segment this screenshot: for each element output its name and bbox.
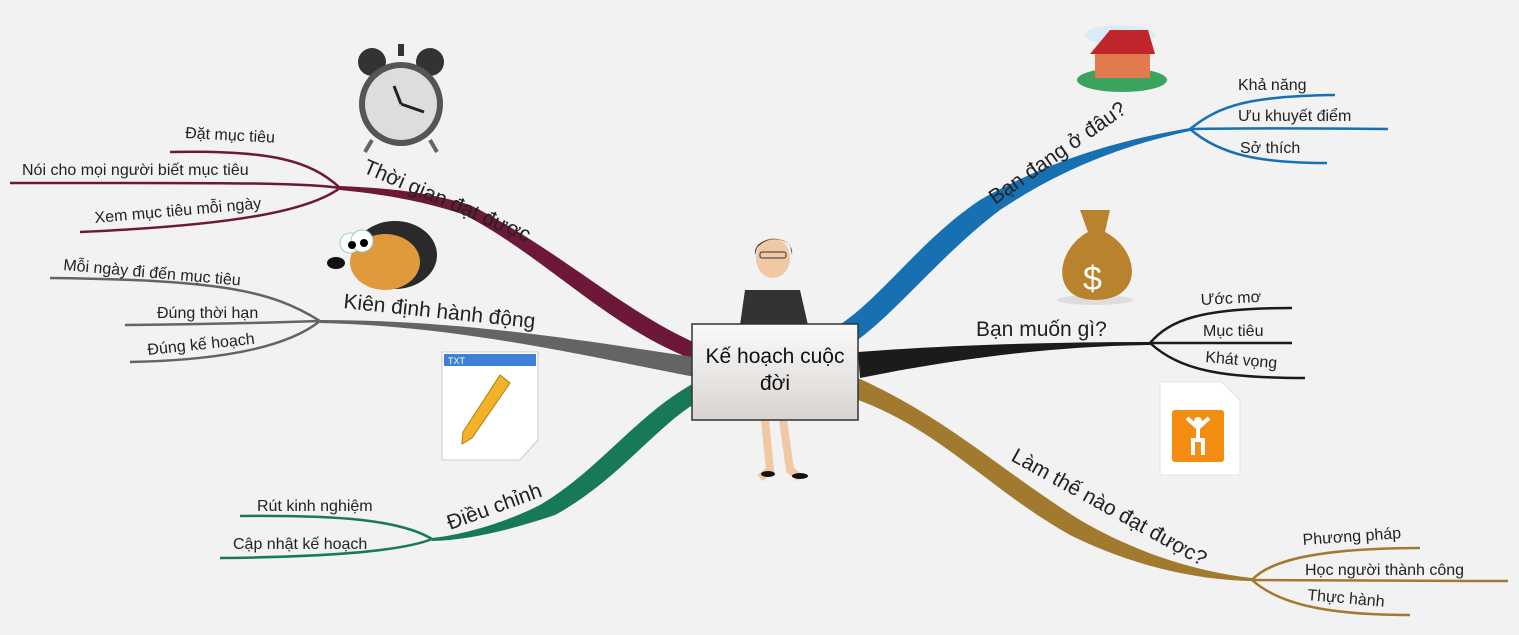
sub-line [239,514,433,541]
sub-line [169,150,341,189]
txt-label: TXT [448,356,466,366]
sub-item[interactable]: Sở thích [1240,140,1300,157]
sub-line [1251,578,1509,583]
branch-line [340,186,700,362]
center-title-line2: đời [760,372,790,395]
sub-item[interactable]: Ước mơ [1200,289,1262,309]
sub-item[interactable]: Đúng kế hoạch [147,331,256,359]
sub-line [129,320,321,364]
sub-line [1251,579,1411,617]
dollar-sign: $ [1083,260,1102,298]
sub-item[interactable]: Đúng thời hạn [157,305,258,322]
sub-item[interactable]: Khát vọng [1205,349,1278,372]
branch-line [835,128,1190,345]
sub-item[interactable]: Rút kinh nghiệm [257,498,373,515]
person-file-icon [1159,381,1241,476]
center-title-line1: Kế hoạch cuộc [706,345,845,368]
branch-line [858,342,1150,378]
sub-line [1189,128,1328,165]
sub-item[interactable]: Phương pháp [1302,525,1402,549]
hedgehog-icon [327,221,437,290]
money-bag-icon: $ [1057,210,1133,305]
woman-figure-icon [740,238,808,482]
center-node[interactable]: Kế hoạch cuộc đời [691,323,859,421]
branch-label[interactable]: Bạn muốn gì? [976,318,1107,341]
branch-how: Làm thế nào đạt được? Phương pháp Học ng… [858,378,1509,617]
sub-line [1189,127,1389,131]
branch-line [858,378,1252,581]
sub-item[interactable]: Xem mục tiêu mỗi ngày [94,193,262,226]
sub-item[interactable]: Mỗi ngày đi đến mục tiêu [63,255,242,289]
sub-line [1149,342,1306,380]
house-icon [1077,25,1167,92]
sub-item[interactable]: Học người thành công [1305,562,1464,579]
sub-item[interactable]: Cập nhật kế hoạch [233,536,367,553]
sub-item[interactable]: Mục tiêu [1203,323,1263,340]
sub-line [219,537,433,560]
sub-line [79,186,341,234]
sub-line [124,319,321,327]
branch-time: Thời gian đạt được Đặt mục tiêu Nói cho … [9,44,700,362]
alarm-clock-icon [358,44,444,154]
branch-adjust: Điều chỉnh Rút kinh nghiệm Cập nhật kế h… [219,351,705,560]
sub-line [49,276,321,323]
sub-item[interactable]: Khả năng [1238,77,1307,94]
sub-item[interactable]: Ưu khuyết điểm [1238,107,1351,125]
sub-item[interactable]: Thực hành [1307,587,1386,611]
sub-line [9,181,341,190]
sub-line [1149,306,1293,344]
sub-item[interactable]: Đặt mục tiêu [185,125,276,147]
sub-line [1189,93,1336,130]
txt-pencil-icon: TXT [441,351,539,461]
branch-line [432,380,705,541]
branch-want: Bạn muốn gì? Ước mơ Mục tiêu Khát vọng $ [858,210,1306,380]
branch-line [320,320,700,378]
sub-line [1251,546,1421,581]
sub-item[interactable]: Nói cho mọi người biết mục tiêu [22,162,249,179]
